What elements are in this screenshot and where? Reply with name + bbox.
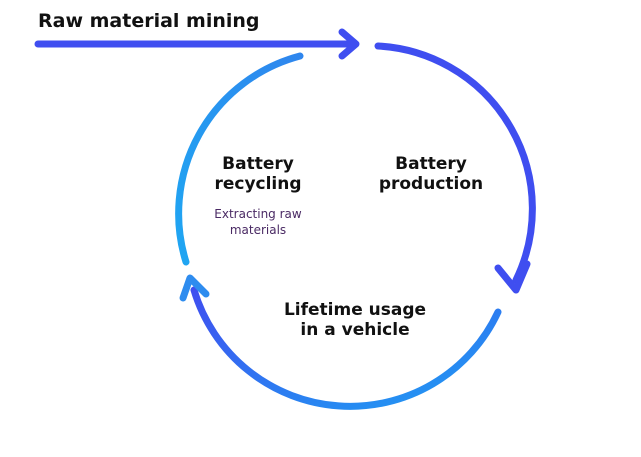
mining-arrowhead (338, 28, 360, 60)
arc-recycling-to-top (175, 52, 304, 266)
usage-line-2: in a vehicle (300, 320, 410, 341)
usage-line-1: Lifetime usage (283, 300, 427, 320)
diagram-title: Raw material mining (38, 10, 260, 32)
node-battery-recycling: Battery recycling (205, 154, 311, 195)
recycling-line-2: recycling (214, 174, 302, 195)
arc-right-path (374, 42, 536, 284)
recycling-subtext: Extracting raw materials (205, 206, 311, 238)
arc-production-to-usage (374, 42, 536, 294)
arc-left-path (175, 52, 304, 266)
arc-bottom-arrowhead (179, 274, 210, 302)
recycling-sub-line-1: Extracting raw (214, 207, 302, 221)
production-line-1: Battery (395, 154, 467, 174)
production-line-2: production (378, 174, 484, 195)
arc-right-arrowhead (494, 260, 531, 294)
node-lifetime-usage: Lifetime usage in a vehicle (275, 300, 435, 341)
arc-usage-to-recycling (179, 274, 502, 410)
mining-arrow (34, 28, 360, 60)
arc-bottom-path (190, 286, 502, 410)
recycling-sub-line-2: materials (229, 223, 287, 238)
node-battery-production: Battery production (372, 154, 490, 195)
recycling-line-1: Battery (222, 154, 294, 174)
